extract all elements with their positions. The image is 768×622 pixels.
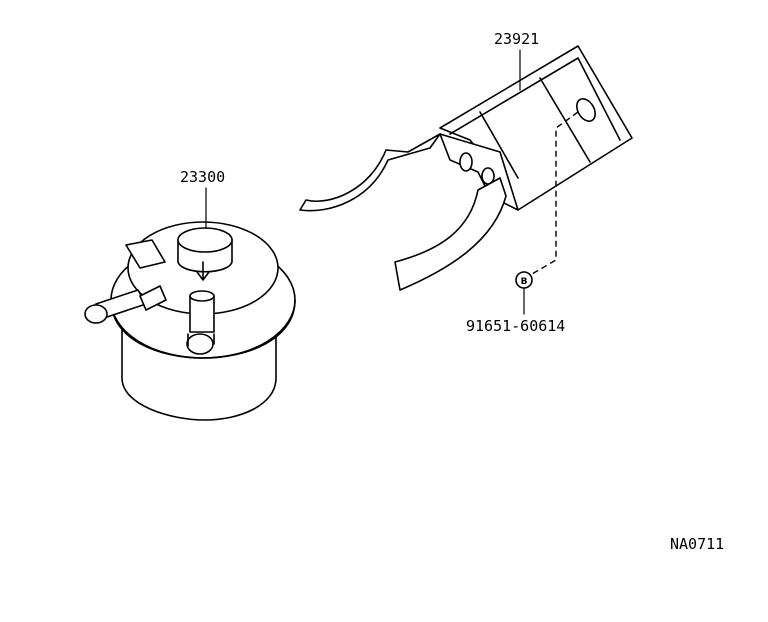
callout-b-letter: B	[521, 277, 528, 287]
part-label-23300: 23300	[180, 168, 225, 186]
bolt-callout: B	[515, 111, 579, 315]
part-label-91651-60614: 91651-60614	[466, 317, 565, 335]
bracket-assembly	[299, 45, 633, 291]
part-label-23921: 23921	[494, 30, 539, 48]
figure-code: NA0711	[670, 535, 724, 553]
fuel-filter-assembly	[84, 221, 296, 421]
